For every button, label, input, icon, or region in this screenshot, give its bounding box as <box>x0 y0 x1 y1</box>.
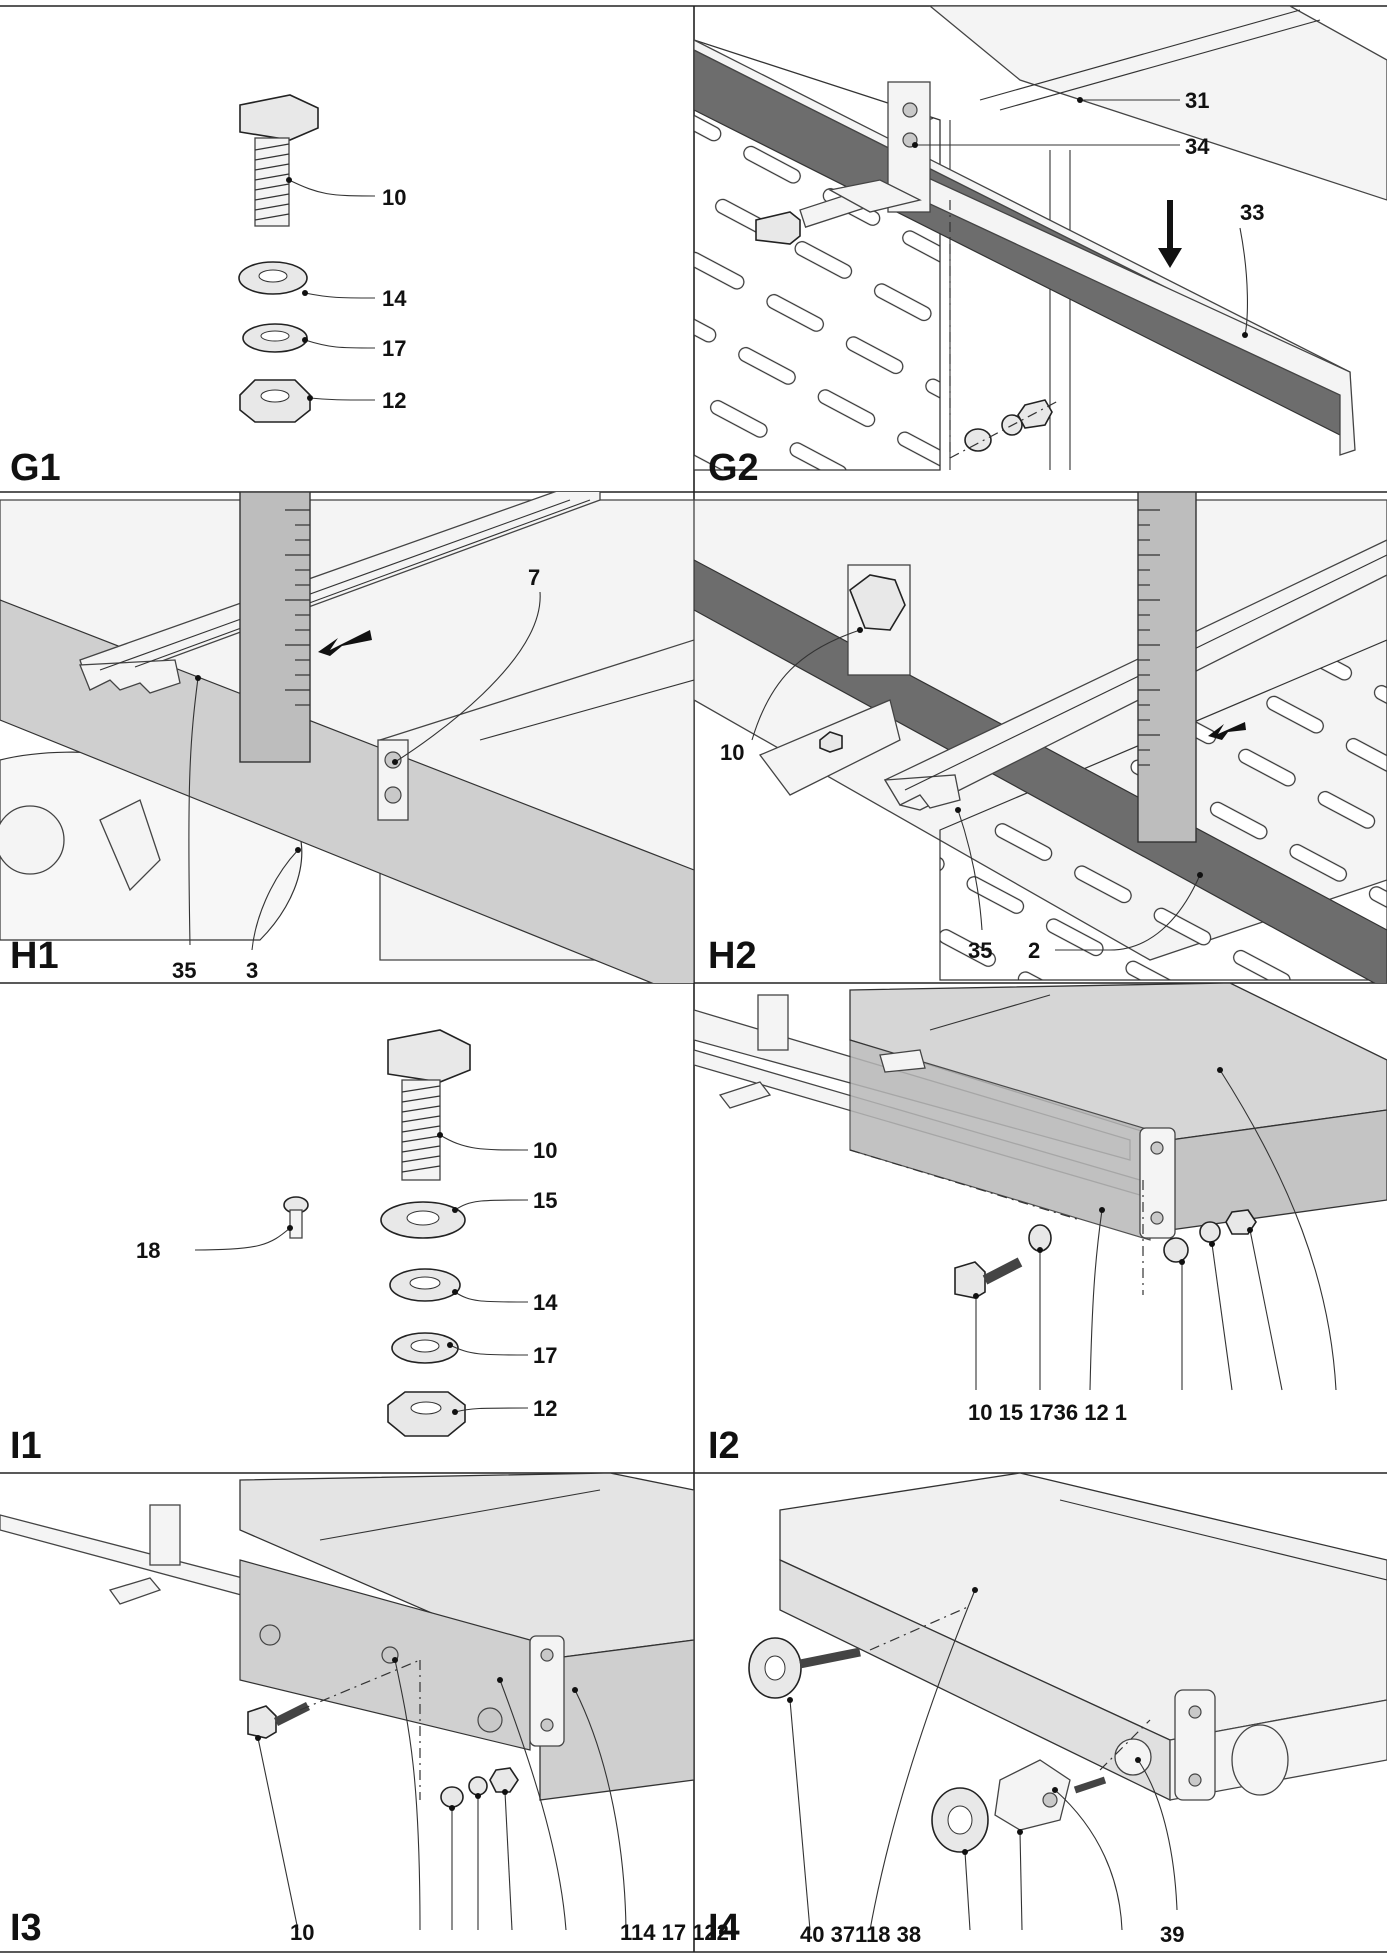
callout-label: 35 <box>968 938 992 963</box>
callout-label: 14 <box>533 1290 558 1315</box>
panel-label: I3 <box>10 1907 42 1949</box>
callout-label: 34 <box>1185 134 1210 159</box>
callout-label: 10 <box>290 1920 314 1945</box>
panel-label: H1 <box>10 935 59 977</box>
panel-label: G1 <box>10 447 61 489</box>
callout-label: 33 <box>1240 200 1264 225</box>
callout-label: 2 <box>1028 938 1040 963</box>
callout-label: 31 <box>1185 88 1209 113</box>
panel-label: I1 <box>10 1425 42 1467</box>
panel-g2: 31 34 33 G2 <box>694 6 1387 489</box>
callout-label: 10 <box>382 185 406 210</box>
callout-label: 14 <box>382 286 407 311</box>
panel-i2: 10 15 1736 12 1 I2 <box>694 983 1387 1467</box>
panel-label: H2 <box>708 935 757 977</box>
callout-label: 7 <box>528 565 540 590</box>
callout-label: 12 <box>382 388 406 413</box>
panel-i4: 40 37118 38 39 I4 <box>708 1473 1387 1949</box>
panel-i3: 10 114 17 122 I3 <box>0 1473 729 1949</box>
panel-label: G2 <box>708 447 759 489</box>
callout-label: 10 15 1736 12 1 <box>968 1400 1127 1425</box>
callout-label: 17 <box>382 336 406 361</box>
callout-label: 12 <box>533 1396 557 1421</box>
callout-label: 15 <box>533 1188 557 1213</box>
callout-label: 35 <box>172 958 196 983</box>
panel-h1: 7 35 3 H1 <box>0 492 694 983</box>
callout-label: 10 <box>533 1138 557 1163</box>
panel-h2: 10 35 2 H2 <box>694 492 1387 983</box>
panel-i1: 10 15 18 14 17 12 I1 <box>10 1029 558 1467</box>
bolt-drawing <box>239 94 319 227</box>
callout-label: 40 37118 38 <box>800 1922 921 1947</box>
callout-label: 17 <box>533 1343 557 1368</box>
panel-label: I2 <box>708 1425 740 1467</box>
callout-label: 10 <box>720 740 744 765</box>
panel-label: I4 <box>708 1907 740 1949</box>
callout-label: 18 <box>136 1238 160 1263</box>
callout-label: 114 17 122 <box>620 1920 729 1945</box>
callout-label: 3 <box>246 958 258 983</box>
panel-g1: 10 14 17 12 G1 <box>10 94 407 489</box>
callout-label: 39 <box>1160 1922 1184 1947</box>
